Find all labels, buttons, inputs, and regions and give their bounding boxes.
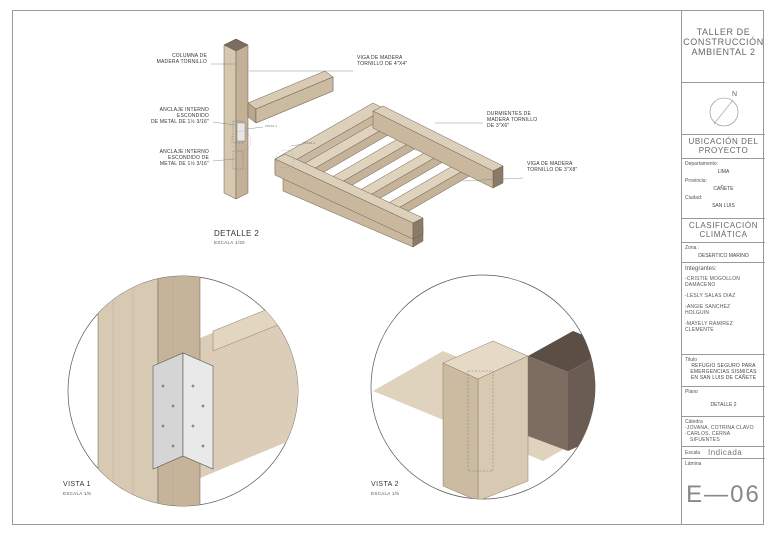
vista-1-title: VISTA 1 — [63, 481, 91, 488]
north-label: N — [732, 91, 738, 98]
tag-vista-1: VISTA 1 — [265, 124, 278, 128]
detail-2-title: DETALLE 2 — [214, 229, 260, 238]
title-block-plano: Plano DETALLE 2 — [682, 387, 765, 417]
callout-viga-4x4: VIGA DE MADERA TORNILLO DE 4"X4" — [357, 55, 408, 67]
title-block-integrantes: Integrantes: -CRISTIE MOGOLLON DAMACENO … — [682, 263, 765, 355]
title-block-escala: Escala Indicada — [682, 447, 765, 459]
integrante-3: -ANGIE SANCHEZ HOLGUIN — [685, 304, 731, 316]
integrante-1: -CRISTIE MOGOLLON DAMACENO — [685, 276, 741, 288]
title-block-ubicacion: UBICACIÓN DEL PROYECTO — [682, 135, 765, 159]
column-right-face — [235, 44, 249, 200]
vista-2-content — [373, 331, 595, 499]
drawing-area: COLUMNA DE MADERA TORNILLO VIGA DE MADER… — [13, 11, 681, 524]
leader-lines — [211, 63, 524, 182]
column-left-face — [223, 44, 237, 200]
vista-1-marker — [230, 130, 252, 152]
vista-2-title: VISTA 2 — [371, 481, 399, 488]
vista-1-scale: ESCALA 1/5 — [63, 491, 92, 496]
anchor-hidden-2 — [232, 150, 244, 170]
title-block-taller: TALLER DE CONSTRUCCIÓN AMBIENTAL 2 — [682, 11, 765, 83]
title-block: TALLER DE CONSTRUCCIÓN AMBIENTAL 2 N UBI… — [681, 11, 765, 524]
title-block-location: Departamento: LIMA Provincia: CAÑETE Ciu… — [682, 159, 765, 219]
title-block-clasificacion: CLASIFICACIÓN CLIMÁTICA — [682, 219, 765, 243]
detail-2-scale: ESCALA 1/20 — [214, 240, 245, 245]
vista-2-scale: ESCALA 1/5 — [371, 491, 400, 496]
isometric-drawing — [67, 38, 596, 507]
title-block-north: N — [682, 83, 765, 135]
callout-anclaje-1: ANCLAJE INTERNO ESCONDIDO DE METAL DE 1½… — [150, 107, 209, 125]
detail-2-assembly — [211, 38, 524, 248]
callout-columna: COLUMNA DE MADERA TORNILLO — [156, 53, 207, 65]
integrante-2: -LESLY SALAS DIAZ — [685, 293, 736, 299]
anchor-plate-1 — [236, 122, 246, 142]
callout-durmientes: DURMIENTES DE MADERA TORNILLO DE 3"X6" — [487, 111, 538, 129]
title-block-catedra: Cátedra -JOVANA, COTRINA CLAVO -CARLOS, … — [682, 417, 765, 447]
title-block-zona: Zona : DESERTICO MARINO — [682, 243, 765, 263]
title-block-lamina: Lámina E—06 — [685, 461, 761, 508]
callout-viga-3x8: VIGA DE MADERA TORNILLO DE 3"X8" — [527, 161, 578, 173]
callout-anclaje-2: ANCLAJE INTERNO ESCONDIDO DE METAL DE 1½… — [159, 149, 209, 167]
vista-2-marker — [275, 149, 295, 169]
title-block-titulo: Titulo REFUGIO SEGURO PARA EMERGENCIAS S… — [682, 355, 765, 387]
tag-vista-2: VISTA 2 — [303, 141, 316, 145]
drawing-sheet: COLUMNA DE MADERA TORNILLO VIGA DE MADER… — [12, 10, 765, 525]
integrante-4: -MAYELY RAMIREZ CLEMENTE — [685, 321, 734, 333]
north-arrow-icon — [709, 97, 739, 127]
